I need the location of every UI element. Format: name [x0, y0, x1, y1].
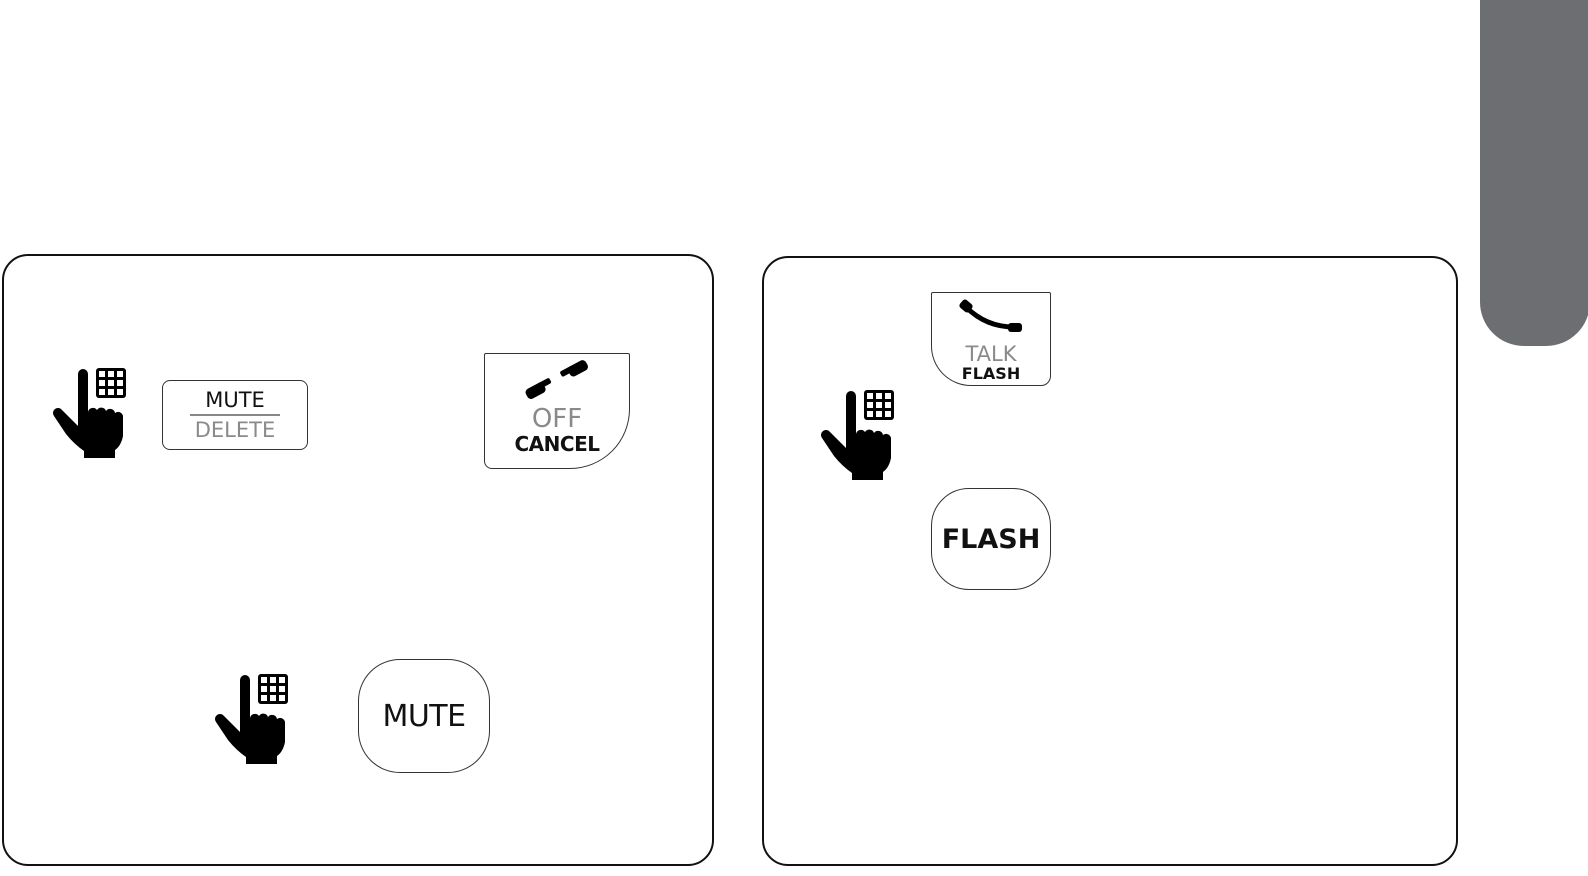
hand-press-keypad-icon [820, 388, 898, 482]
phone-handset-icon [956, 297, 1026, 341]
talk-flash-key-bottom-label: FLASH [962, 365, 1020, 383]
mute-key-label: MUTE [382, 699, 465, 734]
talk-flash-key: TALK FLASH [931, 292, 1051, 386]
flash-key: FLASH [931, 488, 1051, 590]
mute-delete-key-top-label: MUTE [205, 388, 265, 412]
right-instruction-panel [762, 256, 1458, 866]
phone-handset-icon [517, 360, 597, 404]
mute-key: MUTE [358, 659, 490, 773]
talk-flash-key-top-label: TALK [965, 343, 1016, 365]
mute-delete-key-bottom-label: DELETE [195, 418, 276, 442]
flash-key-label: FLASH [942, 524, 1041, 555]
mute-delete-key: MUTE DELETE [162, 380, 308, 450]
off-cancel-key: OFF CANCEL [484, 353, 630, 469]
left-instruction-panel [2, 254, 714, 866]
off-cancel-key-bottom-label: CANCEL [515, 432, 600, 456]
key-divider [190, 414, 280, 416]
section-tab [1480, 0, 1588, 346]
off-cancel-key-top-label: OFF [532, 406, 582, 432]
hand-press-keypad-icon [214, 672, 292, 766]
hand-press-keypad-icon [52, 366, 130, 460]
